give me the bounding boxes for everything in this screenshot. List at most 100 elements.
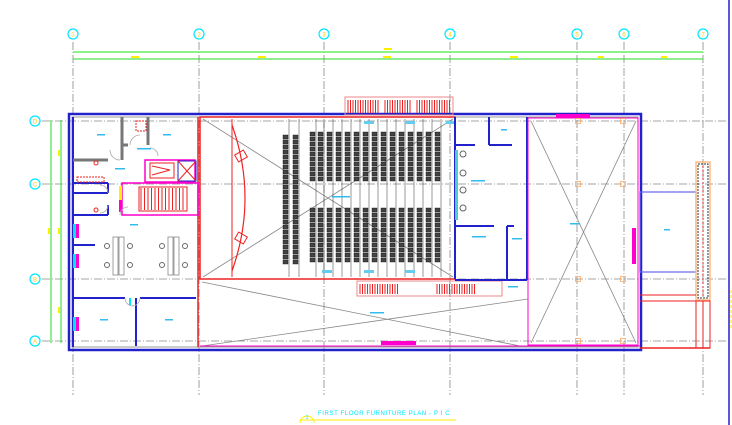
- seat: [335, 227, 342, 233]
- seat: [371, 166, 378, 172]
- seat: [371, 217, 378, 223]
- seat: [282, 189, 289, 195]
- seat: [407, 247, 414, 253]
- seat: [317, 161, 324, 167]
- seat: [344, 176, 351, 182]
- seat: [292, 259, 299, 265]
- seat: [389, 156, 396, 162]
- grid-bubble-label: A: [33, 340, 37, 346]
- seat: [407, 176, 414, 182]
- seat: [434, 136, 441, 142]
- seat: [282, 254, 289, 260]
- seat: [344, 131, 351, 137]
- seat: [407, 161, 414, 167]
- seat: [335, 222, 342, 228]
- seat: [344, 217, 351, 223]
- seat: [398, 176, 405, 182]
- seat: [317, 207, 324, 213]
- column: [575, 181, 581, 187]
- right-rooms: [454, 117, 528, 281]
- seat: [398, 247, 405, 253]
- seat: [317, 257, 324, 263]
- seat: [425, 156, 432, 162]
- seat: [335, 232, 342, 238]
- seat: [434, 222, 441, 228]
- column: [575, 338, 581, 344]
- seat: [371, 207, 378, 213]
- seat: [309, 141, 316, 147]
- seat: [309, 161, 316, 167]
- seat: [416, 171, 423, 177]
- seat: [282, 204, 289, 210]
- seat: [416, 156, 423, 162]
- seat: [335, 257, 342, 263]
- seat: [398, 257, 405, 263]
- seat: [407, 156, 414, 162]
- seat: [389, 212, 396, 218]
- seat: [416, 146, 423, 152]
- seat: [335, 156, 342, 162]
- seat: [282, 139, 289, 145]
- seat: [398, 161, 405, 167]
- seat: [407, 207, 414, 213]
- seat: [335, 212, 342, 218]
- seat: [425, 146, 432, 152]
- seat: [292, 219, 299, 225]
- seat: [362, 156, 369, 162]
- seat: [326, 222, 333, 228]
- seat: [371, 151, 378, 157]
- seat: [309, 237, 316, 243]
- seat: [353, 232, 360, 238]
- seat: [371, 171, 378, 177]
- seat: [389, 217, 396, 223]
- seat: [292, 244, 299, 250]
- seat: [317, 151, 324, 157]
- seat: [434, 257, 441, 263]
- seat: [282, 244, 289, 250]
- seat: [371, 257, 378, 263]
- seat: [416, 136, 423, 142]
- seat: [335, 151, 342, 157]
- seat: [425, 176, 432, 182]
- seat: [371, 156, 378, 162]
- seat: [371, 146, 378, 152]
- dimension-lines: [50, 51, 703, 343]
- seat: [292, 144, 299, 150]
- seat: [353, 151, 360, 157]
- seat: [398, 217, 405, 223]
- seat: [407, 232, 414, 238]
- grid-bubble-label: 4: [448, 33, 452, 39]
- seat: [317, 237, 324, 243]
- void-area: [527, 114, 639, 346]
- seat: [309, 257, 316, 263]
- seat: [335, 247, 342, 253]
- seat: [362, 257, 369, 263]
- seat: [317, 156, 324, 162]
- seat: [416, 166, 423, 172]
- seat: [317, 141, 324, 147]
- title-marker: 1: [299, 415, 456, 424]
- right-annex: [639, 161, 711, 349]
- seat: [282, 209, 289, 215]
- seat: [326, 151, 333, 157]
- column: [620, 181, 626, 187]
- grid-bubble-label: 2: [197, 33, 201, 39]
- seat: [317, 242, 324, 248]
- seat: [362, 146, 369, 152]
- seat: [425, 141, 432, 147]
- seat: [398, 131, 405, 137]
- chair: [127, 262, 133, 268]
- seat: [317, 171, 324, 177]
- seat: [326, 242, 333, 248]
- seat: [407, 227, 414, 233]
- seat: [398, 242, 405, 248]
- seat: [353, 242, 360, 248]
- seat: [335, 207, 342, 213]
- corridor-void: [200, 281, 640, 347]
- seat: [425, 161, 432, 167]
- seat: [335, 217, 342, 223]
- seat: [292, 214, 299, 220]
- seat: [344, 151, 351, 157]
- seat: [309, 247, 316, 253]
